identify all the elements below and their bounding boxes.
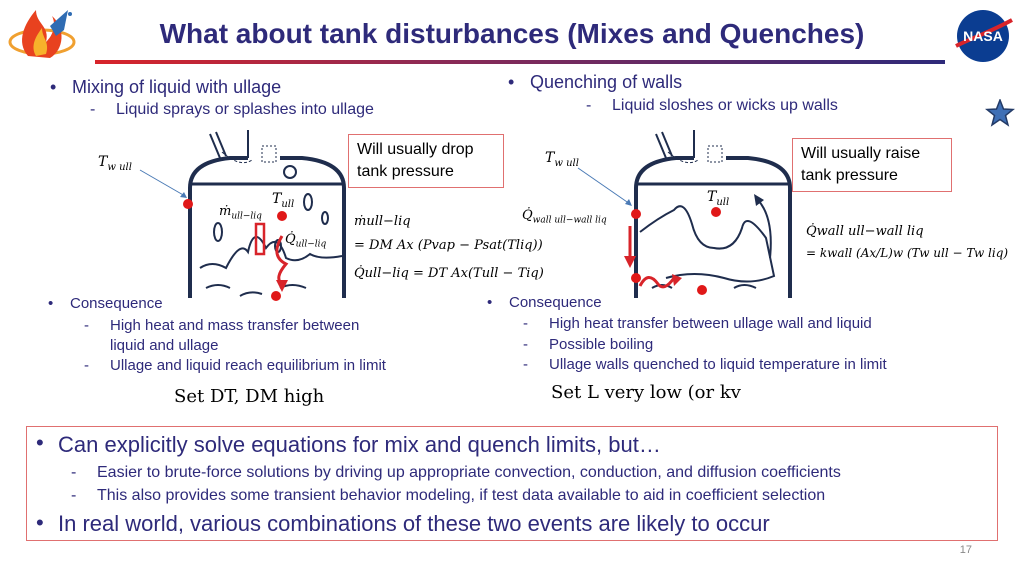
left-tw-ull-sym: T xyxy=(98,154,108,170)
title-underline xyxy=(95,60,945,64)
left-tull-sym: T xyxy=(272,191,282,207)
left-callout-line1: Will usually drop xyxy=(357,141,474,158)
star-icon xyxy=(985,99,1015,127)
left-cons-item-2: Ullage and liquid reach equilibrium in l… xyxy=(84,357,386,374)
left-mdot-sub: ull−liq xyxy=(231,211,262,222)
left-bullet-mixing: Mixing of liquid with ullage xyxy=(50,77,281,98)
right-cons-item-2: Possible boiling xyxy=(523,336,653,353)
right-tank-diagram xyxy=(577,130,792,298)
right-set-line: Set L very low (or kv xyxy=(551,382,741,403)
summary-bullet-2-dot: • xyxy=(36,510,44,535)
right-tw-ull-sub: w ull xyxy=(554,157,579,169)
right-tull-label: Tull xyxy=(707,189,729,208)
nasa-logo: NASA xyxy=(955,10,1013,62)
left-qdot-label: Q̇ull−liq xyxy=(285,232,326,250)
right-qwall-sym: Q̇ xyxy=(522,208,533,223)
left-tull-label: Tull xyxy=(272,191,294,210)
left-tull-sub: ull xyxy=(281,198,295,210)
right-bullet-quenching: Quenching of walls xyxy=(508,72,682,93)
right-eq1-b: = kwall (Ax/L)w (Tw ull − Tw liq) xyxy=(806,246,1009,260)
right-callout-line1: Will usually raise xyxy=(801,145,921,162)
summary-box xyxy=(26,426,998,541)
left-cons-item-1: High heat and mass transfer between xyxy=(84,317,359,334)
right-tw-ull-sym: T xyxy=(545,150,555,166)
left-cons-item-1b: liquid and ullage xyxy=(110,337,219,354)
left-sub-sprays: Liquid sprays or splashes into ullage xyxy=(90,101,374,119)
left-callout-line2: tank pressure xyxy=(357,163,454,180)
left-eq1-b: = DM Ax (Pvap − Psat(Tliq)) xyxy=(354,238,543,253)
summary-bullet-1: Can explicitly solve equations for mix a… xyxy=(58,432,661,457)
right-sub-sloshes: Liquid sloshes or wicks up walls xyxy=(586,97,838,115)
left-consequence: Consequence xyxy=(48,295,162,312)
nasa-logo-text: NASA xyxy=(963,28,1003,44)
left-qdot-sym: Q̇ xyxy=(285,232,296,247)
left-tw-ull-sub: w ull xyxy=(107,161,132,173)
right-qwall-sub: wall ull−wall liq xyxy=(532,215,607,226)
right-tull-sub: ull xyxy=(716,196,730,208)
right-tw-ull-label: Tw ull xyxy=(545,150,579,169)
slide-number: 17 xyxy=(959,544,972,556)
right-tull-sym: T xyxy=(707,189,717,205)
left-tw-ull-label: Tw ull xyxy=(98,154,132,173)
left-tank-diagram xyxy=(139,130,346,301)
left-eq1-a: ṁull−liq xyxy=(354,214,411,229)
rocket-logo xyxy=(8,10,76,58)
left-mdot-sym: ṁ xyxy=(219,204,232,219)
left-qdot-sub: ull−liq xyxy=(295,239,327,250)
right-qwall-label: Q̇wall ull−wall liq xyxy=(522,208,607,226)
right-cons-item-1: High heat transfer between ullage wall a… xyxy=(523,315,872,332)
right-consequence: Consequence xyxy=(487,294,601,311)
summary-bullet-2: In real world, various combinations of t… xyxy=(58,511,770,536)
right-callout: Will usually raise tank pressure xyxy=(792,138,952,192)
right-eq1-a: Q̇wall ull−wall liq xyxy=(806,224,924,239)
right-callout-line2: tank pressure xyxy=(801,167,898,184)
left-callout: Will usually drop tank pressure xyxy=(348,134,504,188)
left-set-line: Set DT, DM high xyxy=(174,386,325,407)
left-mdot-label: ṁull−liq xyxy=(219,204,262,222)
left-eq2: Q̇ull−liq = DT Ax(Tull − Tiq) xyxy=(354,266,544,281)
summary-sub-2: This also provides some transient behavi… xyxy=(71,487,825,505)
summary-bullet-1-dot: • xyxy=(36,430,44,455)
summary-sub-1: Easier to brute-force solutions by drivi… xyxy=(71,464,841,482)
page-title: What about tank disturbances (Mixes and … xyxy=(159,18,865,49)
right-cons-item-3: Ullage walls quenched to liquid temperat… xyxy=(523,356,887,373)
